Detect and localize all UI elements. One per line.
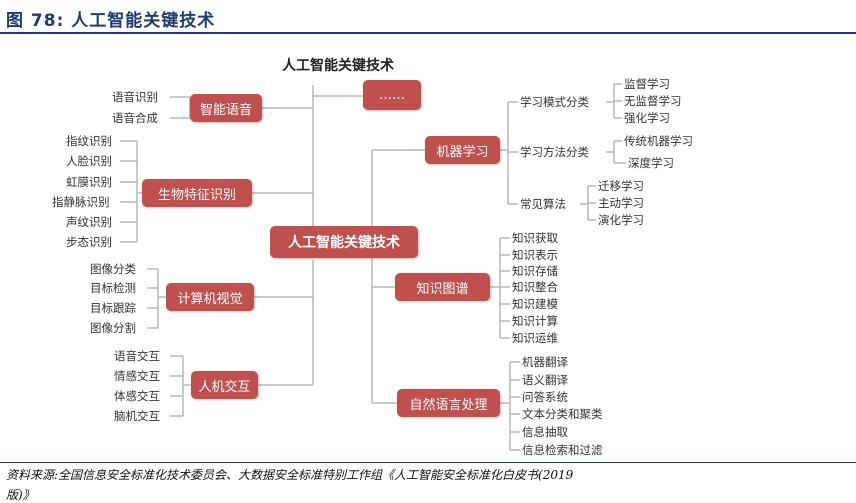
leaf-kg-integrate: 知识整合 <box>512 280 558 294</box>
node-speech: 智能语音 <box>190 94 262 122</box>
diagram-title: 人工智能关键技术 <box>282 58 394 74</box>
leaf-kg-represent: 知识表示 <box>512 248 558 262</box>
leaf-speech-recognition: 语音识别 <box>112 90 158 104</box>
leaf-image-classification: 图像分类 <box>90 262 136 276</box>
leaf-kg-ops: 知识运维 <box>512 331 558 345</box>
leaf-qa-system: 问答系统 <box>522 390 568 404</box>
source-note: 资料来源:全国信息安全标准化技术委员会、大数据安全标准特别工作组《人工智能安全标… <box>6 468 574 482</box>
node-bio: 生物特征识别 <box>142 179 252 207</box>
leaf-text-classification: 文本分类和聚类 <box>522 407 603 421</box>
leaf-speech-synthesis: 语音合成 <box>112 111 158 125</box>
leaf-motion-interaction: 体感交互 <box>114 389 160 403</box>
node-ml: 机器学习 <box>425 136 500 164</box>
leaf-unsupervised: 无监督学习 <box>624 94 682 108</box>
header-rule <box>0 32 856 34</box>
ml-sub-mode: 学习模式分类 <box>520 95 589 109</box>
leaf-active: 主动学习 <box>598 196 644 210</box>
leaf-transfer: 迁移学习 <box>598 179 644 193</box>
leaf-info-retrieval: 信息检索和过滤 <box>522 443 603 457</box>
leaf-semantic-translation: 语义翻译 <box>522 373 568 387</box>
figure-title: 图 78: 人工智能关键技术 <box>6 11 216 31</box>
node-cv: 计算机视觉 <box>166 283 254 311</box>
ml-sub-algo: 常见算法 <box>520 197 566 211</box>
leaf-reinforcement: 强化学习 <box>624 111 670 125</box>
node-hci: 人机交互 <box>191 371 258 399</box>
leaf-deep-learning: 深度学习 <box>628 156 674 170</box>
leaf-kg-model: 知识建模 <box>512 297 558 311</box>
leaf-object-detection: 目标检测 <box>90 281 136 295</box>
leaf-voiceprint: 声纹识别 <box>66 215 112 229</box>
leaf-brain-interaction: 脑机交互 <box>114 409 160 423</box>
leaf-traditional-ml: 传统机器学习 <box>624 134 693 148</box>
leaf-supervised: 监督学习 <box>624 77 670 91</box>
leaf-image-segmentation: 图像分割 <box>90 321 136 335</box>
leaf-evolutionary: 演化学习 <box>598 213 644 227</box>
leaf-emotion-interaction: 情感交互 <box>114 369 160 383</box>
node-center: 人工智能关键技术 <box>270 226 418 258</box>
leaf-kg-acquire: 知识获取 <box>512 231 558 245</box>
leaf-gait: 步态识别 <box>66 235 112 249</box>
footer-rule <box>0 462 856 463</box>
node-kg: 知识图谱 <box>395 273 490 301</box>
figure-header: 图 78: 人工智能关键技术 <box>0 0 856 34</box>
leaf-fingerprint: 指纹识别 <box>66 134 112 148</box>
leaf-iris: 虹膜识别 <box>66 175 112 189</box>
leaf-kg-compute: 知识计算 <box>512 314 558 328</box>
ml-sub-method: 学习方法分类 <box>520 145 589 159</box>
leaf-object-tracking: 目标跟踪 <box>90 301 136 315</box>
source-note-line2: 版)》 <box>6 488 35 502</box>
leaf-kg-store: 知识存储 <box>512 264 558 278</box>
leaf-info-extraction: 信息抽取 <box>522 425 568 439</box>
leaf-vein: 指静脉识别 <box>52 195 110 209</box>
leaf-machine-translation: 机器翻译 <box>522 355 568 369</box>
node-more: …… <box>363 80 421 110</box>
node-nlp: 自然语言处理 <box>397 389 500 417</box>
leaf-voice-interaction: 语音交互 <box>114 349 160 363</box>
leaf-face: 人脸识别 <box>66 154 112 168</box>
